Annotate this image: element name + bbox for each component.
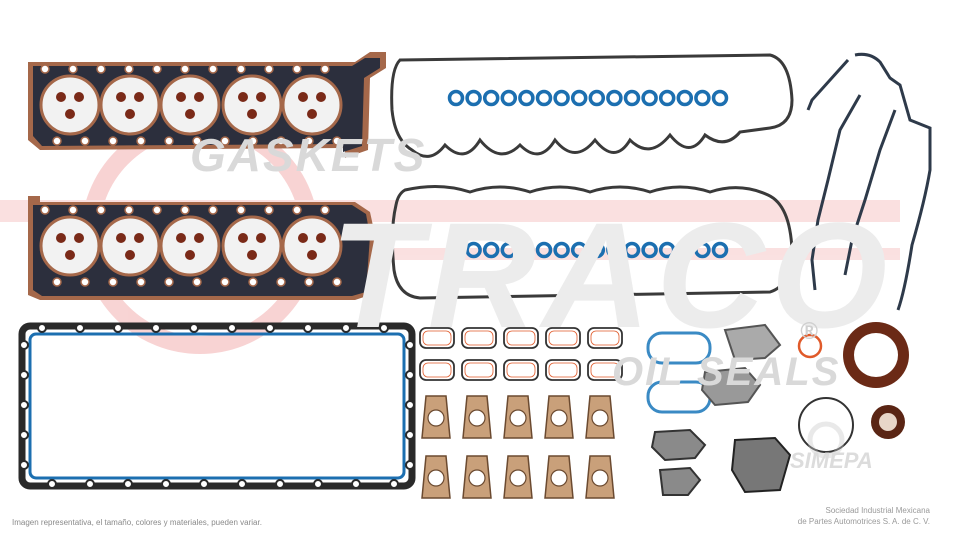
o-ring [482, 89, 500, 107]
valve-cover-gasket-upper [390, 53, 794, 158]
o-ring [465, 241, 482, 259]
cylinder-bore [281, 215, 343, 277]
intake-manifold-gaskets [419, 327, 623, 381]
spark-plug-seal-row-lower [447, 241, 729, 259]
valve-cover-gasket-lower [390, 184, 794, 300]
cylinder-bore [159, 215, 221, 277]
o-ring [623, 89, 641, 107]
cylinder-bore [99, 74, 161, 136]
registered-mark: ® [800, 318, 818, 345]
cylinder-bore [99, 215, 161, 277]
o-ring [447, 89, 465, 107]
o-ring [676, 89, 694, 107]
timing-cover-gasket [806, 52, 932, 311]
o-ring [518, 241, 535, 259]
cylinder-bore [221, 215, 283, 277]
disclaimer-text: Imagen representativa, el tamaño, colore… [12, 518, 262, 527]
o-ring [658, 89, 676, 107]
company-name-line1: Sociedad Industrial Mexicana [825, 506, 930, 515]
o-ring [518, 89, 535, 107]
o-ring [641, 89, 658, 107]
o-ring [588, 241, 606, 259]
cylinder-bore [159, 74, 221, 136]
o-ring [500, 241, 518, 259]
o-ring [658, 241, 676, 259]
o-ring [606, 89, 623, 107]
misc-gaskets [646, 322, 909, 496]
company-name-line2: de Partes Automotrices S. A. de C. V. [797, 517, 930, 526]
spark-plug-seal-row-upper [447, 89, 729, 107]
head-gasket-lower [28, 196, 375, 300]
o-ring [465, 89, 482, 107]
head-gasket-upper [28, 52, 386, 158]
o-ring [676, 241, 694, 259]
o-ring [694, 89, 711, 107]
simepa-logo-text: SIMEPA [790, 448, 873, 473]
watermark-oil-seals-text: OIL SEALS [612, 350, 841, 394]
o-ring [694, 241, 711, 259]
cylinder-bore [221, 74, 283, 136]
o-ring [553, 89, 570, 107]
cylinder-bore [39, 215, 101, 277]
o-ring [606, 241, 623, 259]
cylinder-bore [39, 74, 101, 136]
oil-pan-gasket [18, 322, 416, 490]
exhaust-manifold-gaskets [421, 395, 615, 499]
o-ring [500, 89, 518, 107]
cylinder-bore [281, 74, 343, 136]
o-ring [447, 241, 465, 259]
o-ring [711, 89, 729, 107]
o-ring [535, 89, 553, 107]
o-ring [588, 89, 606, 107]
o-ring [711, 241, 729, 259]
o-ring [482, 241, 500, 259]
o-ring [535, 241, 553, 259]
o-ring [623, 241, 641, 259]
watermark-gaskets-text: GASKETS [190, 129, 427, 181]
o-ring [570, 241, 588, 259]
o-ring [553, 241, 570, 259]
simepa-logo-mark [807, 421, 845, 459]
watermark-brand-text: TRACO [330, 191, 894, 359]
o-ring [570, 89, 588, 107]
o-ring [641, 241, 658, 259]
